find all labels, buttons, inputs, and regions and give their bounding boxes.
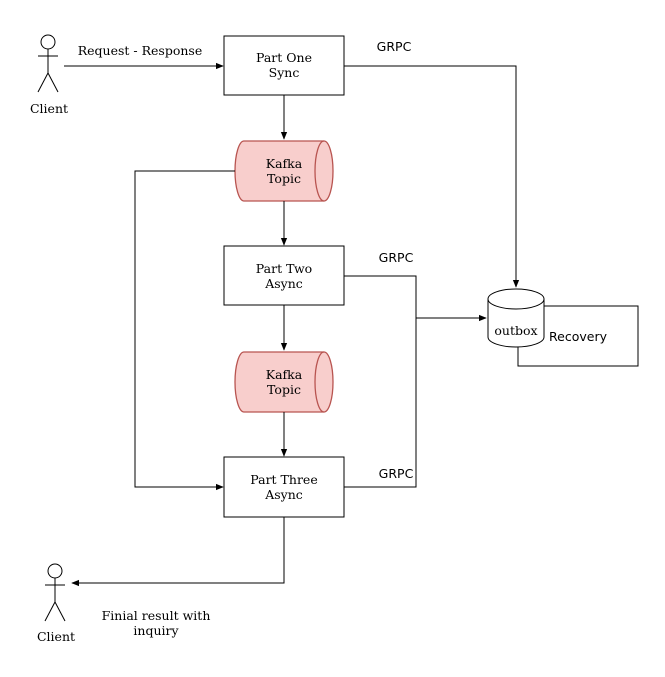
outbox-label: outbox [494, 323, 537, 338]
kafka-to-part-three-edge [134, 170, 235, 491]
recovery-label: Recovery [549, 329, 608, 344]
actor-head [47, 563, 63, 579]
grpc-part-three-edge [344, 318, 417, 488]
actor-left-leg [44, 601, 56, 622]
part-one-node: Part One Sync [223, 35, 345, 96]
actor-right-leg [47, 72, 59, 93]
grpc-part-two-edge [344, 275, 417, 318]
part-one-subtitle: Sync [269, 65, 300, 80]
part-one-title: Part One [256, 50, 312, 65]
actor-right-leg [54, 601, 66, 622]
part-three-title: Part Three [250, 472, 317, 487]
final-result-edge [71, 517, 285, 587]
kafka-topic-2-node: Kafka Topic [234, 351, 334, 413]
part-three-node: Part Three Async [223, 456, 345, 518]
client-bottom-label: Client [37, 629, 75, 644]
kafka-topic-2-line1: Kafka [266, 367, 303, 382]
client-bottom-actor: Client [37, 563, 75, 644]
grpc-part-one-edge [344, 65, 520, 288]
outbox-database-node: outbox [487, 288, 545, 348]
part-two-title: Part Two [256, 261, 312, 276]
kafka-topic-1-line1: Kafka [266, 156, 303, 171]
kafka-topic-2-line2: Topic [267, 382, 301, 397]
part-two-subtitle: Async [264, 276, 303, 291]
part-two-node: Part Two Async [223, 245, 345, 306]
kafka-topic-1-node: Kafka Topic [234, 140, 334, 202]
kafka-topic-1-line2: Topic [267, 171, 301, 186]
grpc-part-one-label: GRPC [377, 39, 412, 54]
final-result-label-line2: inquiry [133, 623, 179, 638]
request-response-label: Request - Response [78, 43, 202, 58]
actor-head [40, 34, 56, 50]
final-result-label-line1: Finial result with [102, 608, 211, 623]
actor-left-leg [37, 72, 49, 93]
client-top-actor: Client [30, 34, 68, 116]
client-top-label: Client [30, 101, 68, 116]
grpc-part-two-label: GRPC [379, 250, 414, 265]
part-three-subtitle: Async [264, 487, 303, 502]
grpc-part-three-label: GRPC [379, 466, 414, 481]
